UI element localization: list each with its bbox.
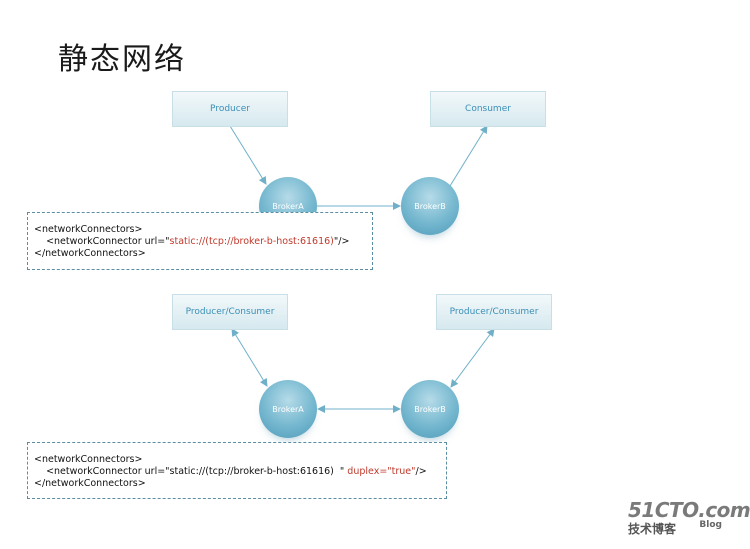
broker-b-node: BrokerB — [401, 380, 459, 438]
code-url-highlight: static://(tcp://broker-b-host:61616) — [169, 236, 334, 247]
network-connectors-code-static: <networkConnectors> <networkConnector ur… — [27, 212, 373, 270]
arrow-client-broker-a — [231, 328, 268, 387]
code-text: <networkConnector url=" — [34, 236, 170, 247]
network-connectors-code-duplex: <networkConnectors> <networkConnector ur… — [27, 442, 447, 499]
connection-arrows — [229, 125, 495, 413]
logo-blog: Blog — [699, 520, 722, 530]
arrow-producer-to-broker-a — [229, 125, 267, 185]
broker-a-node: BrokerA — [259, 380, 317, 438]
consumer-box: Consumer — [430, 91, 546, 127]
arrow-broker-b-client — [450, 328, 495, 388]
page-title: 静态网络 — [58, 42, 186, 77]
producer-box: Producer — [172, 91, 288, 127]
broker-b-node: BrokerB — [401, 177, 459, 235]
code-line: </networkConnectors> — [34, 248, 146, 259]
code-text: "/> — [333, 236, 350, 247]
51cto-logo: 51CTO.com 技术博客 Blog — [628, 498, 750, 542]
right-client-box: Producer/Consumer — [436, 294, 552, 330]
code-duplex-highlight: duplex="true" — [344, 466, 416, 477]
code-line: <networkConnectors> — [34, 454, 143, 465]
code-text: /> — [415, 466, 427, 477]
code-line: <networkConnector url="static://(tcp://b… — [34, 236, 366, 248]
code-text: <networkConnector url="static://(tcp://b… — [34, 466, 345, 477]
left-client-box: Producer/Consumer — [172, 294, 288, 330]
logo-site: 51CTO.com — [628, 498, 750, 522]
code-line: </networkConnectors> — [34, 478, 146, 489]
code-line: <networkConnector url="static://(tcp://b… — [34, 466, 440, 478]
logo-tagline: 技术博客 — [628, 522, 677, 536]
code-line: <networkConnectors> — [34, 224, 143, 235]
arrow-broker-b-to-consumer — [449, 125, 488, 187]
